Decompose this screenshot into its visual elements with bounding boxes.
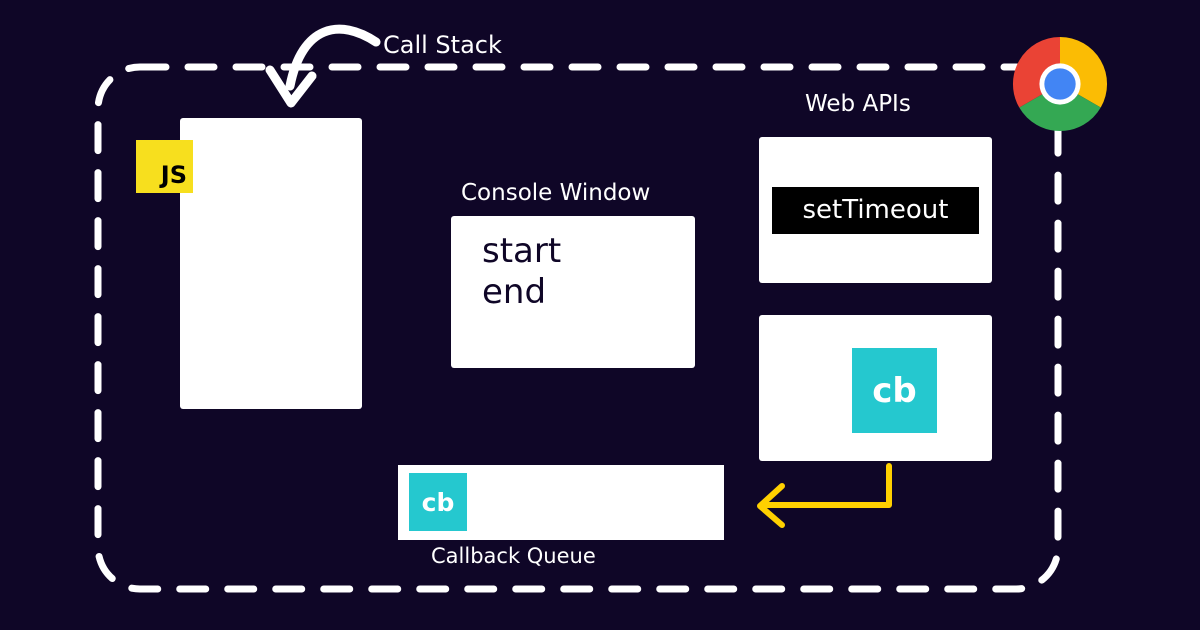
call-stack-label: Call Stack (383, 31, 502, 59)
set-timeout-label: setTimeout (772, 187, 979, 234)
console-window-label: Console Window (461, 180, 651, 206)
call-stack-box (180, 118, 362, 409)
console-line: start (482, 231, 562, 271)
callback-queue-label: Callback Queue (431, 544, 596, 568)
javascript-logo-icon: JS (136, 140, 193, 193)
web-apis-label: Web APIs (805, 91, 911, 117)
console-output: start end (482, 231, 561, 313)
console-window-box (451, 216, 695, 368)
console-line: end (482, 272, 547, 312)
callback-tile: cb (852, 348, 937, 433)
chrome-icon (1012, 36, 1108, 132)
queue-callback-tile: cb (409, 473, 467, 531)
